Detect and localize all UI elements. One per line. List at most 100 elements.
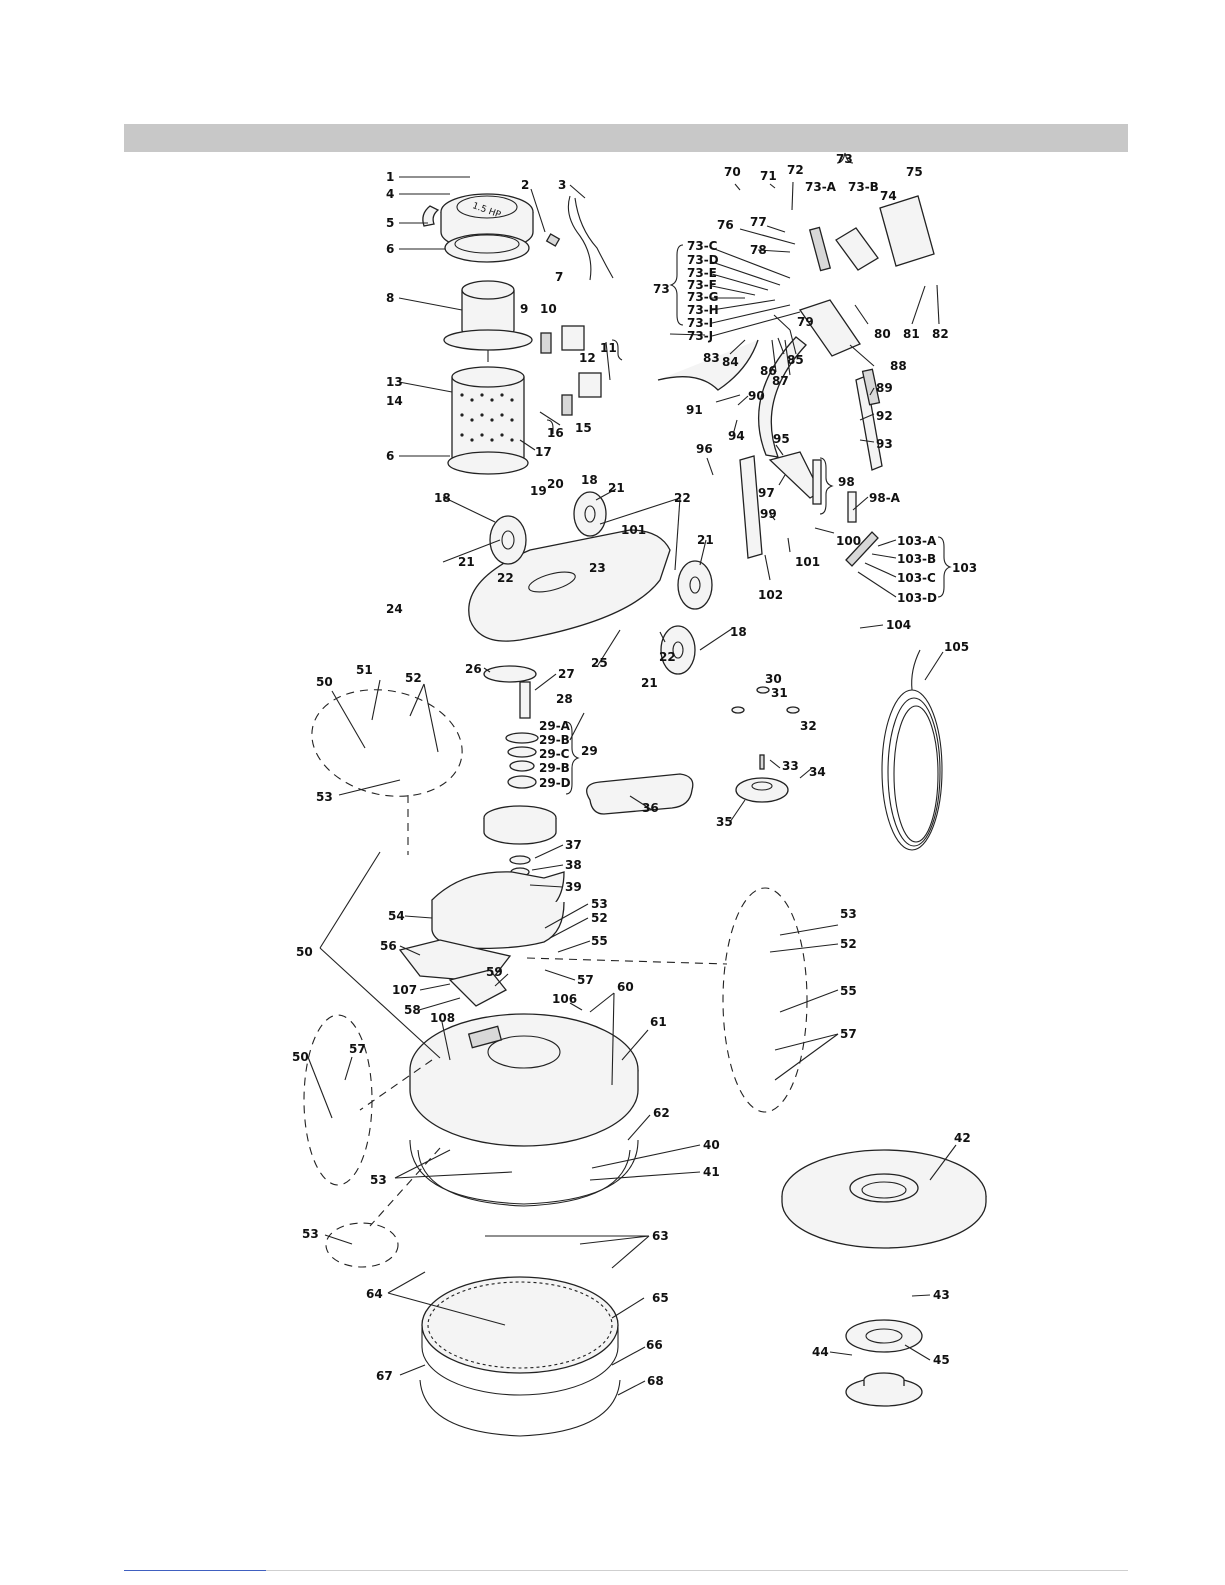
part-label-66: 66	[646, 1338, 663, 1352]
callout-group-switch	[311, 689, 463, 797]
part-label-104: 104	[886, 618, 911, 632]
callout-link-latch	[359, 1059, 433, 1111]
part-label-29: 29	[581, 744, 598, 758]
part-label-10: 10	[540, 302, 557, 316]
part-label-90: 90	[748, 389, 765, 403]
part-label-18-right: 18	[730, 625, 747, 639]
part-label-1: 1	[386, 170, 394, 184]
callout-link-nut	[369, 1147, 441, 1227]
part-label-73-H: 73-H	[687, 303, 719, 317]
callout-group-latch	[303, 1014, 373, 1186]
part-label-28: 28	[556, 692, 573, 706]
part-label-103: 103	[952, 561, 977, 575]
part-label-50-top: 50	[316, 675, 333, 689]
part-label-55-right: 55	[840, 984, 857, 998]
brace-16	[546, 419, 554, 434]
part-label-80: 80	[874, 327, 891, 341]
part-label-94: 94	[728, 429, 745, 443]
part-label-53-top: 53	[316, 790, 333, 804]
part-label-83: 83	[703, 351, 720, 365]
part-label-14: 14	[386, 394, 403, 408]
part-label-34: 34	[809, 765, 826, 779]
handle-tube-part	[739, 299, 883, 559]
part-label-82: 82	[932, 327, 949, 341]
part-label-53-bottom: 53	[302, 1227, 319, 1241]
part-label-77: 77	[750, 215, 767, 229]
part-label-73-D: 73-D	[687, 253, 719, 267]
part-label-73-B: 73-B	[848, 180, 879, 194]
motor-gasket-part	[444, 233, 530, 263]
part-label-102: 102	[758, 588, 783, 602]
part-label-73-E: 73-E	[687, 266, 717, 280]
part-label-41: 41	[703, 1165, 720, 1179]
part-label-58: 58	[404, 1003, 421, 1017]
part-label-22-top: 22	[674, 491, 691, 505]
part-label-9: 9	[520, 302, 528, 316]
part-label-51: 51	[356, 663, 373, 677]
part-label-4: 4	[386, 187, 394, 201]
part-label-81: 81	[903, 327, 920, 341]
part-label-101-top: 101	[621, 523, 646, 537]
part-label-23: 23	[589, 561, 606, 575]
callout-group-bracket	[722, 887, 808, 1113]
pulley-hardware-part	[731, 686, 800, 770]
part-label-103-B: 103-B	[897, 552, 936, 566]
part-label-57-mid: 57	[577, 973, 594, 987]
part-label-63: 63	[652, 1229, 669, 1243]
part-label-92: 92	[876, 409, 893, 423]
part-label-73-C: 73-C	[687, 239, 718, 253]
part-label-54: 54	[388, 909, 405, 923]
pulley-plate-part	[483, 665, 537, 719]
part-label-78: 78	[750, 243, 767, 257]
footer-rule	[266, 1570, 1128, 1571]
part-label-45: 45	[933, 1353, 950, 1367]
motor-cover-part: 1.5 HP	[440, 193, 534, 251]
perforated-shroud-part	[447, 366, 529, 475]
capacitor-part-b	[561, 394, 573, 416]
bearing-stack-part	[505, 732, 539, 789]
part-label-79: 79	[797, 315, 814, 329]
part-label-29-C: 29-C	[539, 747, 570, 761]
part-label-52-right: 52	[840, 937, 857, 951]
part-label-91: 91	[686, 403, 703, 417]
part-label-84: 84	[722, 355, 739, 369]
part-label-7: 7	[555, 270, 563, 284]
part-label-21-top: 21	[608, 481, 625, 495]
part-label-103-C: 103-C	[897, 571, 936, 585]
part-label-88: 88	[890, 359, 907, 373]
part-label-52-mid: 52	[591, 911, 608, 925]
part-label-60: 60	[617, 980, 634, 994]
part-label-43: 43	[933, 1288, 950, 1302]
part-label-108: 108	[430, 1011, 455, 1025]
leader-lines	[307, 176, 957, 1396]
part-label-22-left: 22	[497, 571, 514, 585]
part-label-29-B-2: 29-B	[539, 761, 570, 775]
part-label-38: 38	[565, 858, 582, 872]
part-label-40: 40	[703, 1138, 720, 1152]
part-label-100: 100	[836, 534, 861, 548]
part-label-17: 17	[535, 445, 552, 459]
part-label-67: 67	[376, 1369, 393, 1383]
part-label-31: 31	[771, 686, 788, 700]
part-label-50-left: 50	[292, 1050, 309, 1064]
part-label-59: 59	[486, 965, 503, 979]
part-label-87: 87	[772, 374, 789, 388]
part-label-68: 68	[647, 1374, 664, 1388]
part-label-32: 32	[800, 719, 817, 733]
part-label-99: 99	[760, 507, 777, 521]
part-label-93: 93	[876, 437, 893, 451]
part-label-53-lower: 53	[370, 1173, 387, 1187]
part-label-103-D: 103-D	[897, 591, 937, 605]
brace-98	[819, 457, 834, 515]
part-label-15: 15	[575, 421, 592, 435]
brace-73-left	[669, 244, 684, 326]
part-label-42: 42	[954, 1131, 971, 1145]
centering-ring-part	[845, 1372, 923, 1407]
pedal-lever-part	[448, 969, 507, 1007]
part-label-39: 39	[565, 880, 582, 894]
part-label-13: 13	[386, 375, 403, 389]
brace-73-top	[836, 152, 854, 164]
part-label-86: 86	[760, 364, 777, 378]
part-label-11: 11	[600, 341, 617, 355]
